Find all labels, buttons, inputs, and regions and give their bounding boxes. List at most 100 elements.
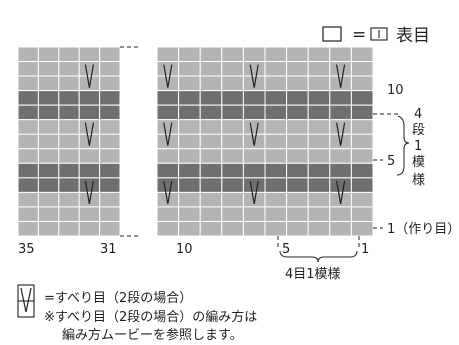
grid-cell — [307, 90, 331, 106]
key-note-line-1: ※すべり目（2段の場合）の編み方は — [44, 309, 257, 325]
grid-cell — [221, 206, 244, 222]
grid-cell — [99, 46, 121, 63]
grid-cell — [99, 75, 121, 92]
grid-cell — [37, 61, 60, 77]
grid-cell — [156, 220, 180, 237]
grid-cell — [242, 90, 266, 106]
grid-cell — [78, 90, 101, 106]
slip-stitch-key-label: =すべり目（2段の場合） — [44, 291, 192, 306]
grid-cell — [99, 148, 121, 164]
grid-cell — [37, 75, 60, 92]
grid-cell — [221, 220, 244, 237]
grid-cell — [99, 61, 121, 77]
grid-cell — [58, 104, 80, 121]
grid-cell — [350, 75, 374, 92]
grid-cell — [242, 191, 266, 208]
grid-cell — [17, 177, 39, 193]
grid-cell — [264, 220, 288, 237]
grid-cell — [242, 61, 266, 77]
grid-cell — [199, 119, 223, 135]
grid-cell — [350, 61, 374, 77]
grid-cell — [221, 119, 244, 135]
grid-cell — [242, 162, 266, 179]
grid-cell — [264, 191, 288, 208]
grid-cell — [156, 191, 180, 208]
slip-stitch-key-symbol — [17, 284, 35, 318]
grid-cell — [17, 162, 39, 179]
grid-cell — [286, 162, 309, 179]
grid-cell — [242, 177, 266, 193]
grid-cell — [37, 46, 60, 63]
grid-cell — [17, 191, 39, 208]
grid-cell — [307, 220, 331, 237]
grid-cell — [99, 220, 121, 237]
grid-cell — [199, 61, 223, 77]
grid-cell — [99, 104, 121, 121]
grid-cell — [178, 90, 201, 106]
grid-cell — [178, 119, 201, 135]
grid-cell — [58, 90, 80, 106]
slip-stitch-symbol — [163, 122, 173, 146]
grid-cell — [329, 191, 352, 208]
grid-cell — [286, 61, 309, 77]
col-label-10: 10 — [176, 242, 193, 257]
grid-cell — [221, 177, 244, 193]
grid-cell — [58, 46, 80, 63]
grid-cell — [242, 104, 266, 121]
grid-cell — [78, 206, 101, 222]
grid-cell — [199, 177, 223, 193]
grid-cell — [199, 133, 223, 150]
grid-cell — [329, 148, 352, 164]
grid-cell — [17, 90, 39, 106]
grid-cell — [178, 133, 201, 150]
grid-cell — [350, 220, 374, 237]
row-repeat-bracket — [396, 115, 410, 176]
chart-grid-right — [156, 46, 374, 237]
grid-cell — [199, 191, 223, 208]
grid-cell — [221, 61, 244, 77]
grid-cell — [307, 177, 331, 193]
grid-cell — [307, 75, 331, 92]
grid-cell — [17, 148, 39, 164]
grid-cell — [178, 46, 201, 63]
grid-cell — [329, 220, 352, 237]
grid-cell — [286, 90, 309, 106]
grid-cell — [78, 104, 101, 121]
grid-cell — [156, 61, 180, 77]
grid-cell — [78, 46, 101, 63]
grid-cell — [264, 46, 288, 63]
grid-cell — [329, 206, 352, 222]
slip-stitch-symbol — [163, 180, 173, 205]
grid-cell — [58, 162, 80, 179]
grid-cell — [329, 46, 352, 63]
grid-cell — [286, 46, 309, 63]
grid-cell — [37, 119, 60, 135]
grid-cell — [99, 177, 121, 193]
grid-cell — [178, 206, 201, 222]
grid-cell — [307, 191, 331, 208]
grid-cell — [264, 133, 288, 150]
grid-cell — [329, 162, 352, 179]
grid-cell — [17, 220, 39, 237]
grid-cell — [37, 148, 60, 164]
grid-cell — [156, 177, 180, 193]
grid-cell — [286, 191, 309, 208]
grid-cell — [264, 177, 288, 193]
grid-cell — [178, 61, 201, 77]
grid-cell — [329, 104, 352, 121]
omission-dashed-lines — [120, 46, 398, 250]
grid-cell — [242, 133, 266, 150]
grid-cell — [37, 177, 60, 193]
grid-cell — [286, 220, 309, 237]
slip-stitch-symbol — [336, 180, 346, 205]
grid-cell — [58, 191, 80, 208]
grid-cell — [37, 104, 60, 121]
grid-cell — [156, 148, 180, 164]
grid-cell — [78, 133, 101, 150]
grid-cell — [78, 220, 101, 237]
grid-cell — [99, 191, 121, 208]
grid-cell — [99, 119, 121, 135]
grid-cell — [264, 206, 288, 222]
key-note-line-2: 編み方ムービーを参照します。 — [62, 327, 243, 343]
